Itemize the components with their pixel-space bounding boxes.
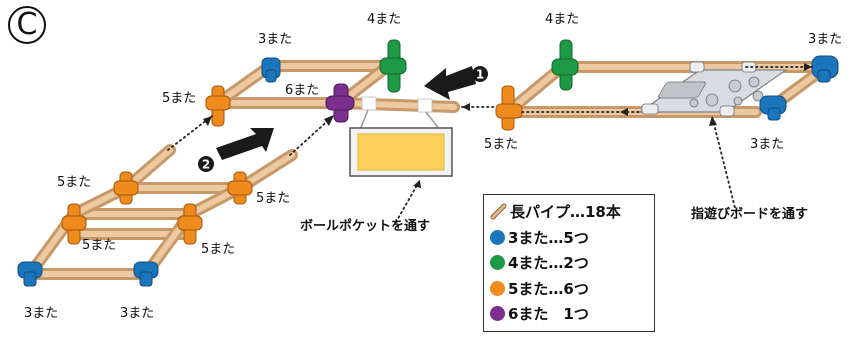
parts-legend: 長パイプ…18本 3また…5つ 4また…2つ 5また…6つ 6また 1つ bbox=[483, 194, 655, 332]
guide-arrowhead bbox=[203, 116, 212, 126]
green-dot-icon bbox=[490, 255, 505, 271]
joint-3way bbox=[17, 261, 43, 287]
label-3way: 3また bbox=[750, 137, 785, 152]
orange-dot-icon bbox=[490, 280, 505, 296]
label-5way: 5また bbox=[82, 238, 117, 253]
legend-text: 6また 1つ bbox=[508, 305, 589, 324]
step-2-arrow-icon: 2 bbox=[198, 128, 274, 172]
dotted-guides bbox=[167, 66, 813, 223]
label-5way: 5また bbox=[256, 191, 291, 206]
finger-play-board bbox=[638, 61, 788, 117]
joint-3way bbox=[261, 57, 281, 83]
joint-5way bbox=[205, 85, 231, 127]
guide-arrowhead bbox=[462, 103, 470, 111]
legend-text: 長パイプ…18本 bbox=[510, 203, 621, 222]
label-5way: 5また bbox=[162, 91, 197, 106]
ball-pocket bbox=[349, 109, 453, 177]
guide-arrowhead bbox=[620, 108, 628, 116]
joint-6way bbox=[325, 83, 355, 123]
label-5way: 5また bbox=[57, 175, 92, 190]
joint-5way bbox=[113, 171, 139, 205]
section-badge: C bbox=[8, 6, 46, 44]
label-3way: 3また bbox=[120, 306, 155, 321]
guide-arrowhead bbox=[709, 116, 717, 126]
joint-5way bbox=[227, 171, 253, 205]
label-6way: 6また bbox=[285, 83, 320, 98]
pocket-band bbox=[417, 98, 433, 113]
guide-arrowhead bbox=[413, 180, 421, 188]
legend-item-5way: 5また…6つ bbox=[490, 276, 648, 302]
label-4way: 4また bbox=[545, 12, 580, 27]
legend-item-3way: 3また…5つ bbox=[490, 225, 648, 251]
joint-4way bbox=[379, 39, 407, 93]
step-1-marker: 1 bbox=[476, 68, 484, 82]
finger-board-note: 指遊びボードを通す bbox=[691, 207, 809, 222]
joint-3way bbox=[133, 261, 159, 287]
legend-item-4way: 4また…2つ bbox=[490, 250, 648, 276]
label-5way: 5また bbox=[484, 137, 519, 152]
label-3way: 3また bbox=[808, 32, 843, 47]
label-3way: 3また bbox=[258, 32, 293, 47]
guide-arrowhead bbox=[324, 115, 334, 126]
blue-dot-icon bbox=[490, 229, 505, 245]
label-5way: 5また bbox=[201, 242, 236, 257]
label-4way: 4また bbox=[367, 12, 402, 27]
guide-arrowhead bbox=[804, 63, 812, 71]
purple-dot-icon bbox=[490, 306, 505, 322]
label-3way: 3また bbox=[24, 306, 59, 321]
joint-3way bbox=[759, 95, 787, 121]
pocket-band bbox=[361, 96, 377, 111]
legend-item-6way: 6また 1つ bbox=[490, 301, 648, 327]
joint-5way bbox=[61, 203, 87, 245]
long-pipe-icon bbox=[490, 203, 507, 220]
legend-item-long-pipe: 長パイプ…18本 bbox=[490, 199, 648, 225]
joint-4way bbox=[551, 39, 579, 91]
step-1-arrow-icon: 1 bbox=[424, 66, 488, 100]
joint-5way bbox=[495, 85, 523, 131]
legend-text: 3また…5つ bbox=[508, 228, 589, 247]
joint-5way bbox=[177, 203, 203, 245]
ball-pocket-note: ボールポケットを通す bbox=[300, 219, 431, 234]
step-2-marker: 2 bbox=[202, 158, 210, 172]
legend-text: 5また…6つ bbox=[508, 279, 589, 298]
legend-text: 4また…2つ bbox=[508, 254, 589, 273]
